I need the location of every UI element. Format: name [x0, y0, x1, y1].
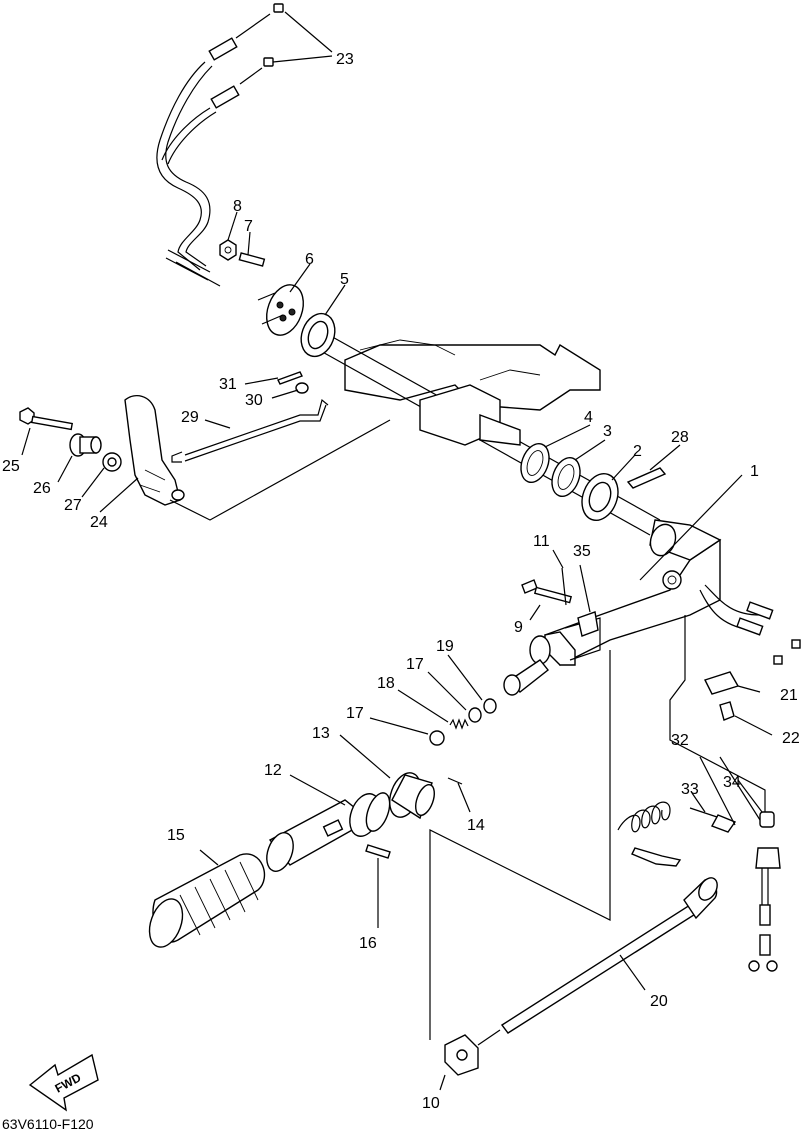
part-label-28: 28 — [671, 429, 689, 446]
part-label-19: 19 — [436, 638, 454, 655]
part-label-13: 13 — [312, 725, 330, 742]
part-label-30: 30 — [245, 392, 263, 409]
part-label-15: 15 — [167, 827, 185, 844]
part-label-8: 8 — [233, 198, 242, 215]
part-label-5: 5 — [340, 271, 349, 288]
plate-6 — [257, 284, 304, 336]
neutral-switch-34 — [748, 811, 781, 972]
part-label-4: 4 — [584, 409, 593, 426]
part-label-1: 1 — [750, 463, 759, 480]
part-label-22: 22 — [782, 730, 800, 747]
part-label-6: 6 — [305, 251, 314, 268]
part-label-25: 25 — [2, 458, 20, 475]
collar-26 — [69, 433, 102, 457]
part-label-3: 3 — [603, 423, 612, 440]
nut-8 — [219, 239, 237, 261]
spring-18 — [449, 718, 469, 730]
part-label-12: 12 — [264, 762, 282, 779]
part-label-14: 14 — [467, 817, 485, 834]
washer-27 — [102, 452, 122, 472]
plate-35 — [577, 611, 599, 637]
assembly-lines — [429, 615, 766, 1040]
washer-3 — [551, 456, 581, 498]
part-label-2: 2 — [633, 443, 642, 460]
pin-11 — [561, 567, 567, 606]
diagram-code: 63V6110-F120 — [2, 1116, 94, 1132]
part-label-18: 18 — [377, 675, 395, 692]
part-label-17a: 17 — [406, 656, 424, 673]
part-label-17b: 17 — [346, 705, 364, 722]
link-10 — [444, 1029, 501, 1076]
part-labels: 1 2 3 4 5 6 7 8 9 10 11 12 13 14 15 16 1… — [2, 51, 800, 1112]
forward-arrow-icon: FWD — [28, 1053, 99, 1112]
lever-24 — [124, 394, 185, 506]
washer-30 — [295, 382, 309, 394]
part-label-10: 10 — [422, 1095, 440, 1112]
throttle-cables — [156, 3, 284, 287]
bolt-9 — [521, 579, 573, 604]
part-label-26: 26 — [33, 480, 51, 497]
plate-28 — [626, 467, 667, 489]
part-label-16: 16 — [359, 935, 377, 952]
bolt-7 — [238, 252, 266, 267]
part-label-27: 27 — [64, 497, 82, 514]
part-label-34: 34 — [723, 774, 741, 791]
part-label-11: 11 — [533, 533, 550, 550]
rod-29 — [171, 398, 329, 463]
part-label-32: 32 — [671, 732, 689, 749]
shift-rod-20 — [500, 877, 718, 1034]
steering-bracket — [344, 339, 601, 411]
part-label-24: 24 — [90, 514, 108, 531]
part-label-31: 31 — [219, 376, 237, 393]
screw-16 — [365, 844, 391, 859]
throttle-grip-12 — [266, 792, 391, 872]
part-label-9: 9 — [514, 619, 523, 636]
bushing-2 — [581, 473, 619, 521]
nut-19 — [483, 698, 497, 714]
grip-cover-15 — [148, 853, 266, 948]
bolt-25 — [19, 407, 74, 431]
cable-33 — [689, 807, 737, 833]
washer-17a — [468, 707, 482, 723]
pin-31 — [277, 371, 303, 385]
arm-cables — [699, 584, 801, 665]
washer-4 — [520, 442, 550, 484]
part-label-7: 7 — [244, 218, 253, 235]
clip-21 — [704, 671, 740, 695]
screw-22 — [719, 701, 735, 721]
part-label-23: 23 — [336, 51, 354, 68]
collar-13 — [388, 772, 435, 820]
part-label-35: 35 — [573, 543, 591, 560]
part-label-21: 21 — [780, 687, 798, 704]
bushing-5 — [300, 312, 336, 358]
part-label-20: 20 — [650, 993, 668, 1010]
part-label-29: 29 — [181, 409, 199, 426]
spring-32 — [617, 801, 682, 867]
leader-lines — [21, 211, 773, 1091]
part-label-33: 33 — [681, 781, 699, 798]
washer-17b — [429, 730, 445, 746]
